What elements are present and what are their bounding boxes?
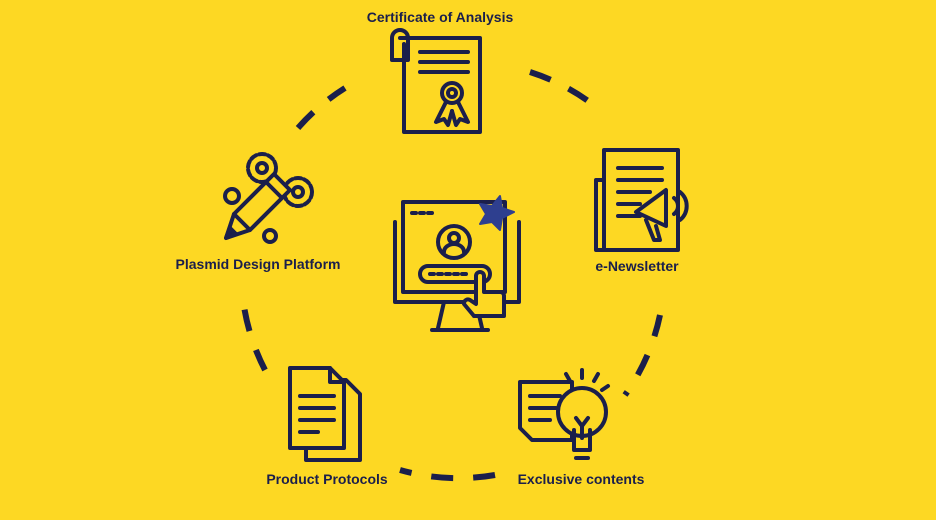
label-certificate-of-analysis: Certificate of Analysis [366, 9, 514, 25]
label-e-newsletter: e-Newsletter [595, 258, 679, 274]
computer-login-icon [393, 195, 521, 332]
newsletter-megaphone-icon [594, 148, 689, 252]
label-product-protocols: Product Protocols [266, 471, 388, 487]
label-exclusive-contents: Exclusive contents [517, 471, 645, 487]
label-plasmid-design-platform: Plasmid Design Platform [175, 256, 341, 272]
dashed-ring [239, 69, 663, 482]
documents-icon [288, 366, 362, 462]
pencil-gears-icon [223, 152, 314, 244]
certificate-icon [390, 28, 482, 134]
sparkle-icon [479, 195, 515, 231]
lightbulb-document-icon [518, 368, 610, 460]
